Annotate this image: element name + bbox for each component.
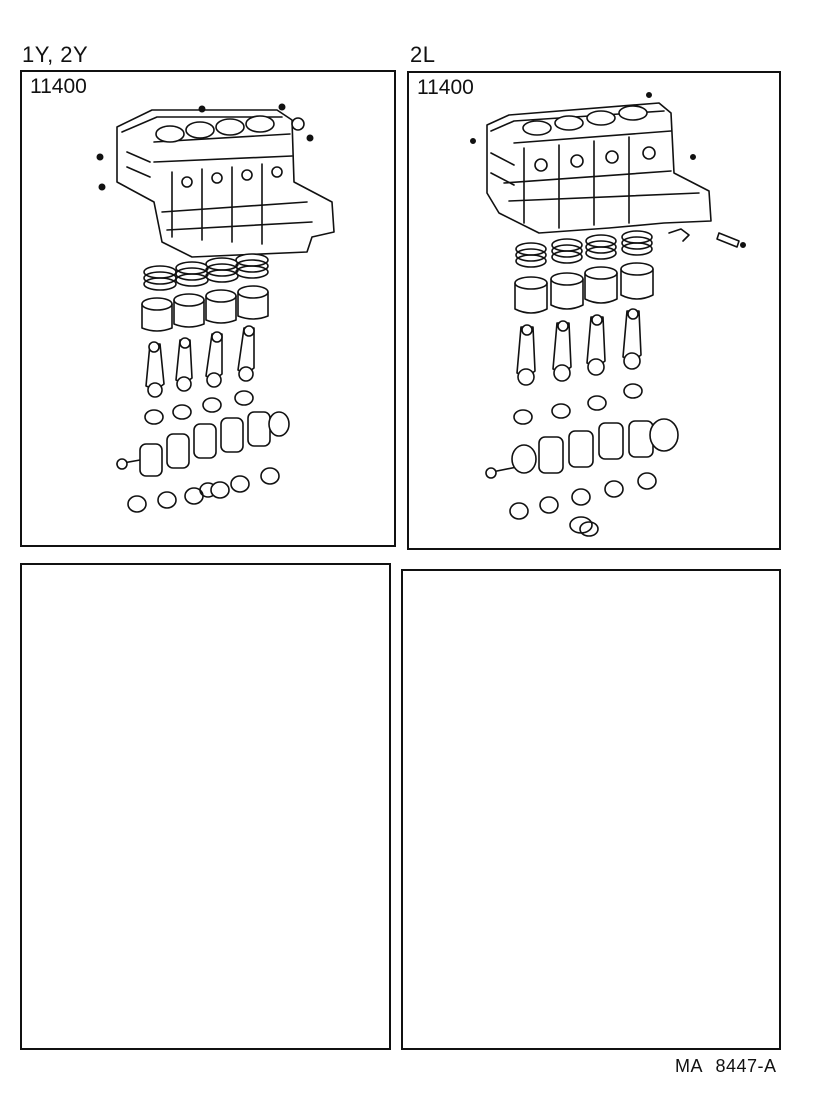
pistons-2l [514, 262, 654, 314]
connecting-rods-2l [516, 308, 642, 386]
piston-rings-1y-2y [143, 253, 269, 291]
short-block-panel-2l[interactable]: 11400 [407, 71, 781, 550]
main-bearings-2l [509, 472, 657, 537]
engine-model-label-2l: 2L [410, 42, 436, 67]
cylinder-block-1y-2y [96, 103, 335, 258]
engine-model-label-1y-2y: 1Y, 2Y [22, 42, 89, 67]
empty-panel-bottom-left [20, 563, 391, 1050]
short-block-illustration-2l [470, 92, 746, 537]
piston-rings-2l [515, 230, 653, 268]
pistons-1y-2y [141, 285, 269, 332]
cylinder-block-2l [470, 92, 746, 248]
crankshaft-1y-2y [116, 411, 290, 477]
empty-panel-bottom-right [401, 569, 781, 1050]
short-block-illustration-1y-2y [96, 103, 335, 513]
short-block-panel-1y-2y[interactable]: 11400 [20, 70, 396, 547]
connecting-rods-1y-2y [145, 325, 255, 398]
crankshaft-2l [485, 418, 679, 479]
main-bearings-1y-2y [127, 467, 280, 513]
diagram-reference-code: MA 8447-A [675, 1056, 777, 1076]
part-code-2l: 11400 [417, 76, 474, 99]
rod-bearings-2l [513, 383, 643, 425]
part-code-1y-2y: 11400 [30, 75, 87, 98]
rod-bearings-1y-2y [144, 390, 254, 425]
